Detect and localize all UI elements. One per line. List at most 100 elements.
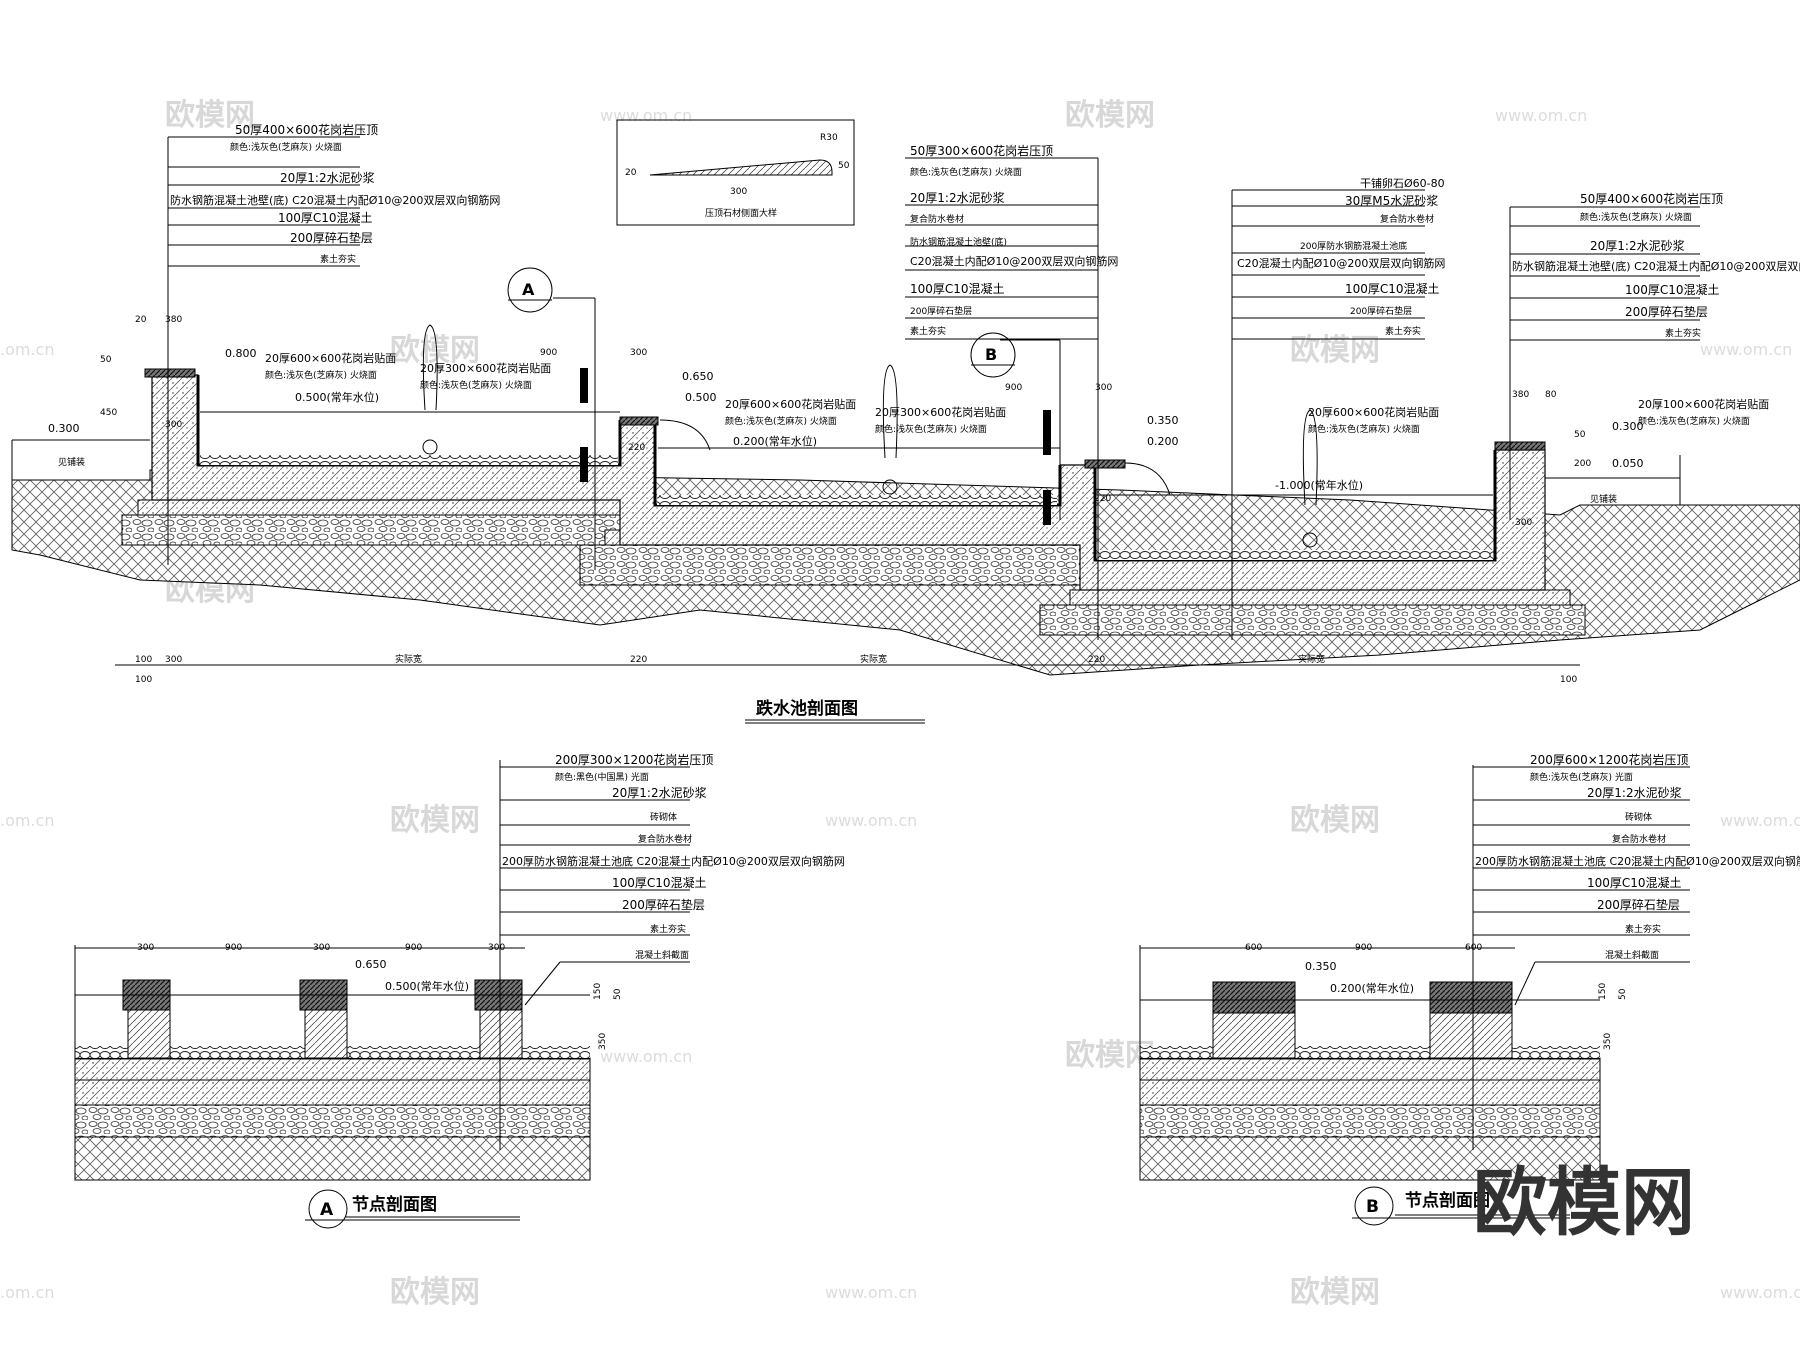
- section-b-dims: 600 900 600 150 50 350 0.350 0.200(常年水位): [1245, 943, 1628, 1050]
- svg-text:欧模网: 欧模网: [390, 1275, 480, 1310]
- main-section-drawing: 见铺装 见铺装: [11, 324, 1800, 676]
- fountain-nozzle-3: [1302, 532, 1318, 548]
- svg-text:100厚C10混凝土: 100厚C10混凝土: [612, 875, 707, 890]
- svg-text:100厚C10混凝土: 100厚C10混凝土: [278, 210, 373, 225]
- section-cut-b-top: [1043, 410, 1051, 455]
- svg-text:50: 50: [1618, 988, 1628, 1000]
- svg-text:20厚300×600花岗岩贴面: 20厚300×600花岗岩贴面: [420, 361, 551, 375]
- svg-text:C20混凝土内配Ø10@200双层双向钢筋网: C20混凝土内配Ø10@200双层双向钢筋网: [1237, 256, 1445, 270]
- svg-text:50: 50: [100, 355, 112, 365]
- svg-text:300: 300: [1095, 383, 1112, 393]
- section-cut-b-bottom: [1043, 490, 1051, 525]
- fountain-nozzle-2: [882, 479, 898, 495]
- svg-text:颜色:浅灰色(芝麻灰) 火烧面: 颜色:浅灰色(芝麻灰) 火烧面: [265, 369, 377, 381]
- svg-text:900: 900: [1005, 383, 1022, 393]
- svg-text:www.om.cn: www.om.cn: [1495, 106, 1587, 125]
- main-leaders: [167, 136, 1700, 640]
- svg-text:20厚1:2水泥砂浆: 20厚1:2水泥砂浆: [1587, 785, 1682, 800]
- svg-text:www.om.cn: www.om.cn: [825, 1283, 917, 1302]
- svg-text:素土夯实: 素土夯实: [1625, 923, 1661, 935]
- svg-text:干铺卵石Ø60-80: 干铺卵石Ø60-80: [1360, 177, 1445, 190]
- section-a-title-block: A 节点剖面图: [305, 1189, 520, 1229]
- svg-text:50厚400×600花岗岩压顶: 50厚400×600花岗岩压顶: [235, 122, 378, 137]
- svg-text:380: 380: [1512, 390, 1529, 400]
- svg-text:素土夯实: 素土夯实: [1665, 327, 1701, 339]
- callout-left: 50厚400×600花岗岩压顶 颜色:浅灰色(芝麻灰) 火烧面 20厚1:2水泥…: [170, 122, 500, 265]
- callout-right-mid: 干铺卵石Ø60-80 30厚M5水泥砂浆 复合防水卷材 200厚防水钢筋混凝土池…: [1237, 177, 1445, 337]
- svg-text:实际宽: 实际宽: [860, 653, 887, 665]
- svg-text:350: 350: [1603, 1033, 1613, 1050]
- fountain-jet-2: [882, 364, 898, 459]
- section-cut-a-bottom: [580, 447, 588, 482]
- svg-text:素土夯实: 素土夯实: [320, 253, 356, 265]
- svg-text:450: 450: [100, 408, 117, 418]
- svg-text:20厚300×600花岗岩贴面: 20厚300×600花岗岩贴面: [875, 405, 1006, 419]
- svg-text:颜色:浅灰色(芝麻灰) 火烧面: 颜色:浅灰色(芝麻灰) 火烧面: [1308, 423, 1420, 435]
- svg-text:600: 600: [1245, 943, 1262, 953]
- svg-text:-1.000(常年水位): -1.000(常年水位): [1275, 478, 1363, 492]
- svg-text:.om.cn: .om.cn: [0, 340, 54, 359]
- concrete-slab-lower: [1069, 589, 1571, 606]
- svg-text:200厚碎石垫层: 200厚碎石垫层: [1597, 897, 1680, 912]
- svg-text:C20混凝土内配Ø10@200双层双向钢筋网: C20混凝土内配Ø10@200双层双向钢筋网: [910, 254, 1118, 268]
- svg-text:20: 20: [135, 315, 147, 325]
- svg-text:颜色:浅灰色(芝麻灰) 火烧面: 颜色:浅灰色(芝麻灰) 火烧面: [1638, 415, 1750, 427]
- gravel-bed-left: [121, 514, 623, 546]
- svg-text:实际宽: 实际宽: [395, 653, 422, 665]
- section-b-title: 节点剖面图: [1405, 1190, 1490, 1211]
- svg-text:30厚M5水泥砂浆: 30厚M5水泥砂浆: [1345, 193, 1438, 208]
- svg-text:0.050: 0.050: [1612, 457, 1644, 470]
- section-b-drawing: [1139, 765, 1601, 1181]
- svg-text:50: 50: [613, 988, 623, 1000]
- svg-text:150: 150: [593, 983, 603, 1000]
- section-b-title-block: B 节点剖面图: [1352, 1186, 1570, 1226]
- svg-text:www.om.cn: www.om.cn: [600, 1047, 692, 1066]
- fountain-jet-3: [1302, 409, 1318, 506]
- pebble-bed-lower: [1097, 550, 1493, 560]
- gravel-bed-right: [1039, 604, 1586, 636]
- svg-text:0.200: 0.200: [1147, 435, 1179, 448]
- svg-text:220: 220: [630, 655, 647, 665]
- pebble-bed-upper: [200, 455, 618, 465]
- svg-text:复合防水卷材: 复合防水卷材: [638, 833, 692, 845]
- svg-text:100厚C10混凝土: 100厚C10混凝土: [1625, 282, 1720, 297]
- svg-text:220: 220: [1088, 655, 1105, 665]
- callout-right: 50厚400×600花岗岩压顶 颜色:浅灰色(芝麻灰) 火烧面 20厚1:2水泥…: [1512, 191, 1800, 339]
- svg-text:复合防水卷材: 复合防水卷材: [1380, 213, 1434, 225]
- waterproof-liner-upper: [196, 375, 622, 467]
- svg-text:600: 600: [1465, 943, 1482, 953]
- svg-text:欧模网: 欧模网: [1065, 98, 1155, 133]
- svg-text:100厚C10混凝土: 100厚C10混凝土: [1345, 281, 1440, 296]
- svg-text:20厚1:2水泥砂浆: 20厚1:2水泥砂浆: [910, 190, 1005, 205]
- svg-text:900: 900: [540, 348, 557, 358]
- svg-text:200厚碎石垫层: 200厚碎石垫层: [910, 305, 972, 317]
- svg-text:50: 50: [838, 161, 850, 171]
- svg-text:900: 900: [225, 943, 242, 953]
- svg-text:200厚防水钢筋混凝土池底 C20混凝土内配Ø10@200双: 200厚防水钢筋混凝土池底 C20混凝土内配Ø10@200双层双向钢筋网: [502, 854, 845, 868]
- svg-text:0.300: 0.300: [48, 422, 80, 435]
- svg-text:0.200(常年水位): 0.200(常年水位): [1330, 981, 1414, 995]
- gravel-bed-mid: [579, 544, 1081, 586]
- svg-text:0.650: 0.650: [355, 958, 387, 971]
- section-a-callout: 200厚300×1200花岗岩压顶 颜色:黑色(中国黑) 光面 20厚1:2水泥…: [500, 752, 845, 1006]
- pebble-bed-mid: [657, 495, 1057, 505]
- svg-text:颜色:浅灰色(芝麻灰) 火烧面: 颜色:浅灰色(芝麻灰) 火烧面: [910, 166, 1022, 178]
- watermark-layer: 欧模网 www.om.cn 欧模网 www.om.cn .om.cn 欧模网 欧…: [0, 98, 1800, 1310]
- waterfall-jet-1: [659, 419, 711, 451]
- svg-text:20厚600×600花岗岩贴面: 20厚600×600花岗岩贴面: [265, 351, 396, 365]
- svg-text:0.650: 0.650: [682, 370, 714, 383]
- svg-text:.om.cn: .om.cn: [0, 811, 54, 830]
- svg-text:200厚碎石垫层: 200厚碎石垫层: [622, 897, 705, 912]
- svg-text:颜色:浅灰色(芝麻灰) 火烧面: 颜色:浅灰色(芝麻灰) 火烧面: [230, 141, 342, 153]
- svg-text:300: 300: [165, 655, 182, 665]
- svg-text:复合防水卷材: 复合防水卷材: [1612, 833, 1666, 845]
- svg-text:防水钢筋混凝土池壁(底) C20混凝土内配Ø10@200双层: 防水钢筋混凝土池壁(底) C20混凝土内配Ø10@200双层双向钢筋网: [170, 193, 500, 207]
- svg-text:200: 200: [1574, 459, 1591, 469]
- svg-text:200厚防水钢筋混凝土池底: 200厚防水钢筋混凝土池底: [1300, 240, 1407, 252]
- svg-text:欧模网: 欧模网: [390, 803, 480, 838]
- svg-text:0.800: 0.800: [225, 347, 257, 360]
- svg-text:砖砌体: 砖砌体: [1625, 811, 1652, 823]
- main-dimensions: 20 380 50 450 300 900 300 220 900 300 22…: [100, 315, 1591, 685]
- svg-text:A: A: [320, 1200, 334, 1220]
